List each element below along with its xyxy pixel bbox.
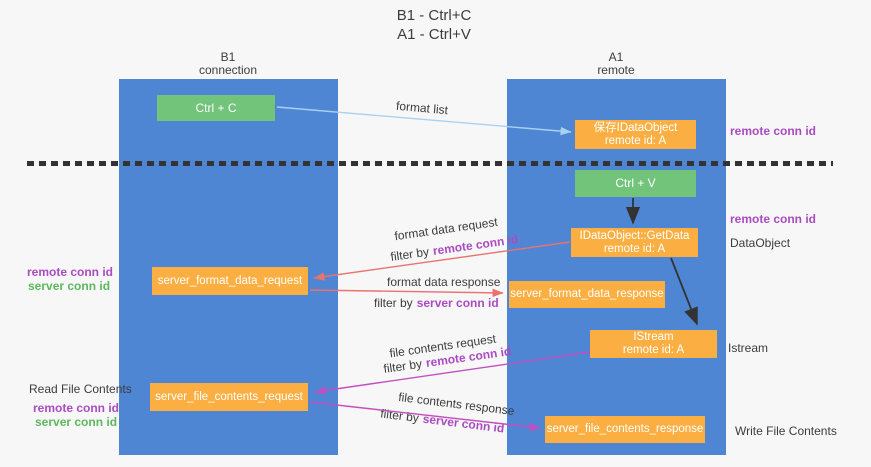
filter-by-text: filter by — [379, 406, 420, 426]
node-label: IDataObject::GetData — [579, 229, 690, 242]
annotation-dataobject: DataObject — [730, 236, 791, 250]
annotation-read-file-contents: Read File Contents — [29, 382, 132, 396]
node-ctrl-v: Ctrl + V — [575, 170, 696, 197]
node-label: IStream — [633, 331, 674, 343]
annotation-remote-conn-id: remote conn id — [730, 212, 817, 226]
server-conn-id-text: server conn id — [416, 296, 499, 310]
node-label: server_file_contents_response — [546, 423, 704, 435]
node-server-format-data-response: server_format_data_response — [509, 281, 665, 308]
node-sublabel: remote id: A — [622, 344, 685, 356]
annotation-remote-conn-id: remote conn id — [27, 265, 114, 279]
flow-label-format-data-response: format data response — [387, 275, 501, 289]
node-server-format-data-request: server_format_data_request — [152, 267, 308, 295]
filter-by-text: filter by — [382, 356, 423, 376]
filter-by-text: filter by — [389, 244, 430, 264]
annotation-server-conn-id: server conn id — [35, 415, 118, 429]
phase-separator-dashed-line — [27, 161, 833, 166]
node-sublabel: remote id: A — [603, 242, 666, 255]
lane-header-b1-connection: B1 connection — [158, 51, 298, 77]
lane-role: connection — [198, 63, 258, 77]
node-label: Ctrl + V — [615, 176, 656, 190]
node-idataobject-getdata: IDataObject::GetData remote id: A — [571, 228, 698, 257]
lane-name: B1 — [220, 50, 236, 64]
node-label: server_file_contents_request — [155, 390, 303, 403]
arrow-format-data-response — [309, 288, 504, 298]
flow-label-format-list: format list — [395, 98, 449, 118]
node-sublabel: remote id: A — [604, 134, 667, 147]
annotation-server-conn-id: server conn id — [28, 279, 111, 293]
node-save-idataobject: 保存IDataObject remote id: A — [575, 120, 696, 149]
diagram-title: B1 - Ctrl+C A1 - Ctrl+V — [334, 6, 534, 44]
filter-by-text: filter by — [374, 296, 413, 310]
lane-name: A1 — [608, 50, 624, 64]
node-istream: IStream remote id: A — [590, 330, 717, 358]
node-label: server_format_data_response — [510, 288, 664, 300]
lane-header-a1-remote: A1 remote — [546, 51, 686, 77]
diagram-title-line1: B1 - Ctrl+C — [396, 7, 472, 24]
node-server-file-contents-response: server_file_contents_response — [545, 416, 705, 443]
annotation-remote-conn-id: remote conn id — [730, 124, 817, 138]
diagram-title-line2: A1 - Ctrl+V — [397, 26, 471, 43]
node-label: 保存IDataObject — [593, 121, 678, 134]
node-label: server_format_data_request — [157, 274, 303, 287]
annotation-write-file-contents: Write File Contents — [735, 424, 837, 438]
annotation-remote-conn-id: remote conn id — [33, 401, 120, 415]
annotation-istream: Istream — [728, 341, 769, 355]
lane-role: remote — [597, 63, 635, 77]
node-label: Ctrl + C — [195, 100, 237, 115]
node-server-file-contents-request: server_file_contents_request — [150, 383, 308, 411]
node-ctrl-c: Ctrl + C — [157, 95, 275, 121]
